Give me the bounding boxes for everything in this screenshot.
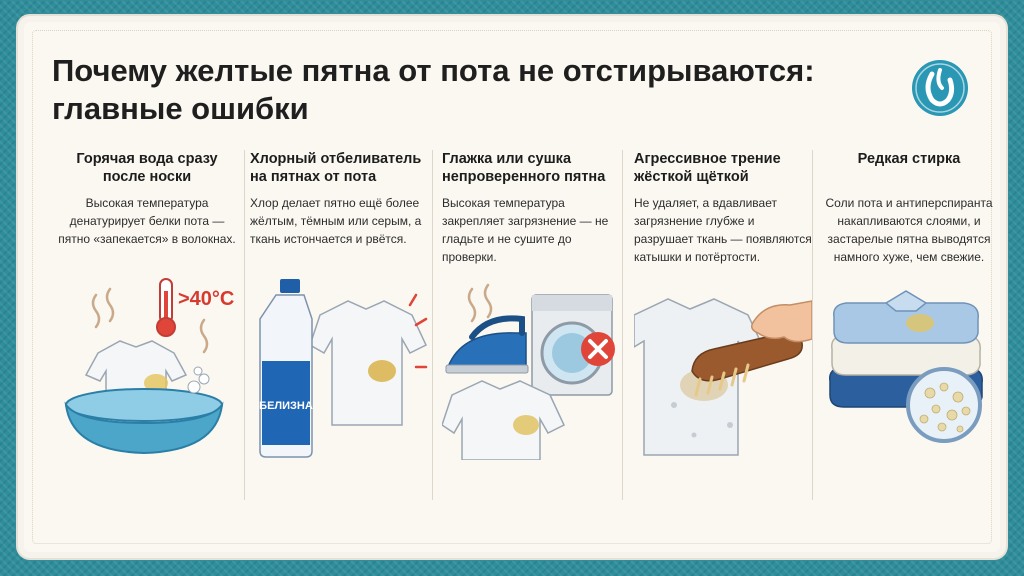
thermometer-icon — [156, 278, 176, 337]
mistake-description: Высокая температура денатурирует белки п… — [58, 196, 236, 246]
brush-illustration — [634, 298, 812, 456]
warning-rays-icon — [408, 293, 428, 369]
ironing-illustration — [442, 283, 615, 460]
mistake-heading: Редкая стирка — [857, 151, 961, 167]
mistake-hot-water: Горячая вода сразу после носки Высокая т… — [58, 150, 236, 502]
hand-icon — [751, 300, 812, 343]
salt-crystals-magnifier-icon — [906, 367, 982, 443]
mistake-heading: Хлорный отбеливатель на пятнах от пота — [250, 151, 422, 185]
mistake-rare-washing: Редкая стирка Соли пота и антиперспирант… — [820, 150, 998, 502]
mistake-description: Высокая температура закрепляет загрязнен… — [442, 196, 609, 264]
temperature-label: >40°C — [178, 288, 234, 310]
iron-icon — [445, 315, 529, 374]
scrub-brush-icon — [691, 331, 803, 397]
folded-clothes-illustration — [829, 290, 983, 443]
hot-water-basin-illustration: >40°C — [64, 278, 234, 455]
shirt-icon — [442, 380, 565, 460]
steam-icon — [91, 287, 209, 354]
basin-icon — [64, 366, 224, 455]
steam-icon — [467, 283, 493, 323]
prohibited-icon — [581, 332, 615, 366]
column-divider — [244, 150, 245, 500]
mistake-description: Хлор делает пятно ещё более жёлтым, тёмн… — [250, 196, 422, 246]
mistake-ironing-drying: Глажка или сушка непроверенного пятна Вы… — [442, 150, 620, 502]
mistake-heading: Горячая вода сразу после носки — [76, 151, 218, 185]
mistake-description: Соли пота и антиперспиранта накапливаютс… — [825, 196, 993, 264]
column-divider — [812, 150, 813, 500]
infographic-card: Почему желтые пятна от пота не отстирыва… — [24, 22, 1000, 552]
logo-icon — [912, 60, 968, 116]
column-divider — [432, 150, 433, 500]
mistake-heading: Агрессивное трение жёсткой щёткой — [634, 151, 781, 185]
bleach-bottle-icon: БЕЛИЗНА — [259, 279, 313, 458]
column-divider — [622, 150, 623, 500]
bleach-illustration: БЕЛИЗНА — [259, 279, 428, 458]
mistake-description: Не удаляет, а вдавливает загрязнение глу… — [634, 196, 812, 264]
mistake-aggressive-rubbing: Агрессивное трение жёсткой щёткой Не уда… — [634, 150, 812, 502]
mistake-heading: Глажка или сушка непроверенного пятна — [442, 151, 606, 185]
shirt-icon — [309, 300, 427, 426]
mistake-chlorine-bleach: Хлорный отбеливатель на пятнах от пота Х… — [250, 150, 428, 502]
page-title: Почему желтые пятна от пота не отстирыва… — [52, 53, 815, 126]
bottle-label: БЕЛИЗНА — [259, 400, 313, 412]
